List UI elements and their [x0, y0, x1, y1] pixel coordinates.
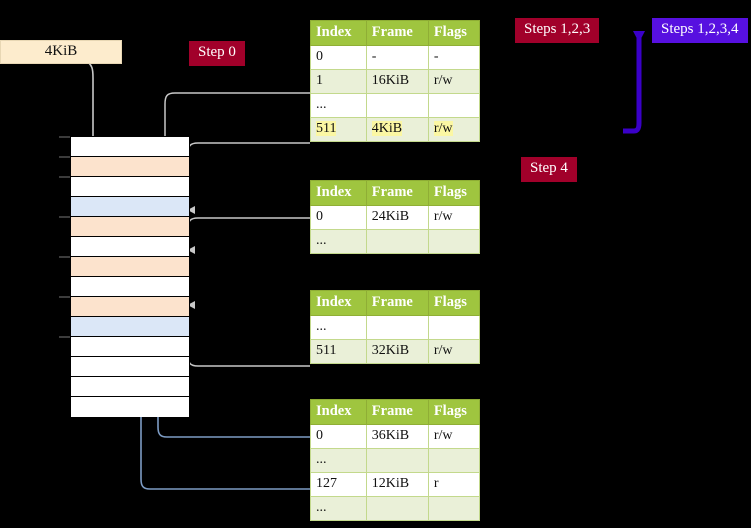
- memory-frame-row: [71, 337, 189, 357]
- cell-flags: [427, 448, 481, 473]
- column-header-flags: Flags: [427, 20, 481, 46]
- memory-frame-row: [71, 377, 189, 397]
- label-steps-123-text: Steps 1,2,3: [524, 21, 591, 37]
- cell-flags: r/w: [427, 424, 481, 449]
- column-header-index: Index: [310, 180, 367, 206]
- memory-frame-row: [71, 157, 189, 177]
- cell-frame: 24KiB: [365, 205, 429, 230]
- cell-index: ...: [310, 496, 367, 521]
- cell-index: ...: [310, 315, 367, 340]
- cell-flags: r/w: [427, 117, 481, 142]
- column-header-index: Index: [310, 290, 367, 316]
- cell-frame: 16KiB: [365, 69, 429, 94]
- physical-memory-column: [70, 136, 190, 417]
- table-row: ...: [310, 229, 481, 254]
- memory-frame-row: [71, 357, 189, 377]
- memory-frame-row: [71, 197, 189, 217]
- table-row: ...: [310, 93, 481, 118]
- cell-flags: -: [427, 45, 481, 70]
- cell-flags: r: [427, 472, 481, 497]
- cell-index: ...: [310, 93, 367, 118]
- cell-flags: [427, 315, 481, 340]
- cell-flags: r/w: [427, 205, 481, 230]
- label-step-0-text: Step 0: [198, 44, 236, 60]
- cell-frame: [365, 496, 429, 521]
- cell-index: 1: [310, 69, 367, 94]
- memory-frame-row: [71, 137, 189, 157]
- cell-frame: 12KiB: [365, 472, 429, 497]
- label-steps-1234: Steps 1,2,3,4: [652, 18, 748, 43]
- label-step-0: Step 0: [189, 41, 245, 66]
- memory-frame-row: [71, 277, 189, 297]
- column-header-frame: Frame: [365, 20, 429, 46]
- cell-flags: [427, 496, 481, 521]
- cell-flags: r/w: [427, 339, 481, 364]
- column-header-index: Index: [310, 399, 367, 425]
- label-steps-1234-text: Steps 1,2,3,4: [661, 21, 739, 37]
- cell-frame: [365, 315, 429, 340]
- cell-frame: [365, 93, 429, 118]
- cell-frame: [365, 229, 429, 254]
- column-header-frame: Frame: [365, 290, 429, 316]
- cell-frame: 32KiB: [365, 339, 429, 364]
- cell-frame: 36KiB: [365, 424, 429, 449]
- memory-frame-row: [71, 397, 189, 417]
- caption-4kib-text: 4KiB: [44, 43, 78, 59]
- cell-index: ...: [310, 229, 367, 254]
- memory-frame-row: [71, 257, 189, 277]
- cell-flags: [427, 93, 481, 118]
- cell-flags: [427, 229, 481, 254]
- cell-frame: -: [365, 45, 429, 70]
- cell-index: ...: [310, 448, 367, 473]
- cell-index: 511: [310, 117, 367, 142]
- column-header-flags: Flags: [427, 399, 481, 425]
- memory-frame-row: [71, 177, 189, 197]
- cell-index: 0: [310, 205, 367, 230]
- cell-index: 0: [310, 424, 367, 449]
- memory-frame-row: [71, 217, 189, 237]
- steps-bracket-arrow: [623, 31, 645, 134]
- cell-index: 511: [310, 339, 367, 364]
- table-row: ...: [310, 315, 481, 340]
- cell-index: 127: [310, 472, 367, 497]
- column-header-flags: Flags: [427, 180, 481, 206]
- column-header-frame: Frame: [365, 399, 429, 425]
- caption-4kib-box: 4KiB: [0, 40, 122, 64]
- cell-frame: [365, 448, 429, 473]
- memory-frame-row: [71, 317, 189, 337]
- cell-flags: r/w: [427, 69, 481, 94]
- column-header-index: Index: [310, 20, 367, 46]
- table-row: ...: [310, 448, 481, 473]
- label-step-4-text: Step 4: [530, 160, 568, 176]
- memory-frame-row: [71, 297, 189, 317]
- column-header-frame: Frame: [365, 180, 429, 206]
- column-header-flags: Flags: [427, 290, 481, 316]
- memory-frame-row: [71, 237, 189, 257]
- table-row: ...: [310, 496, 481, 521]
- cell-frame: 4KiB: [365, 117, 429, 142]
- label-steps-123: Steps 1,2,3: [515, 18, 600, 43]
- table-row: 0--: [310, 45, 481, 70]
- label-step-4: Step 4: [521, 157, 577, 182]
- cell-index: 0: [310, 45, 367, 70]
